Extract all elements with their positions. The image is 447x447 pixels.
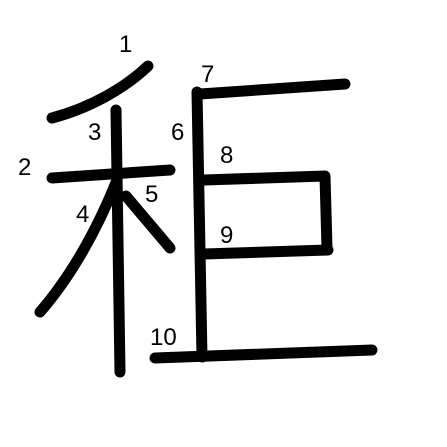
stroke-number-1: 1	[119, 31, 132, 58]
stroke-number-2: 2	[18, 154, 31, 181]
stroke-number-10: 10	[150, 324, 177, 351]
stroke-number-5: 5	[145, 181, 158, 208]
stroke-number-6: 6	[171, 119, 184, 146]
stroke-1	[46, 60, 154, 124]
stroke-6	[191, 86, 208, 363]
stroke-number-4: 4	[76, 201, 89, 228]
stroke-number-7: 7	[201, 61, 214, 88]
stroke-7	[194, 78, 351, 100]
stroke-number-9: 9	[220, 222, 233, 249]
stroke-2	[46, 164, 176, 184]
stroke-number-8: 8	[220, 142, 233, 169]
stroke-10	[149, 344, 378, 364]
stroke-5	[120, 190, 176, 254]
stroke-4	[34, 174, 123, 318]
stroke-9	[198, 244, 334, 260]
stroke-number-3: 3	[88, 119, 101, 146]
stroke-8	[198, 170, 333, 254]
stroke-3	[110, 104, 126, 378]
